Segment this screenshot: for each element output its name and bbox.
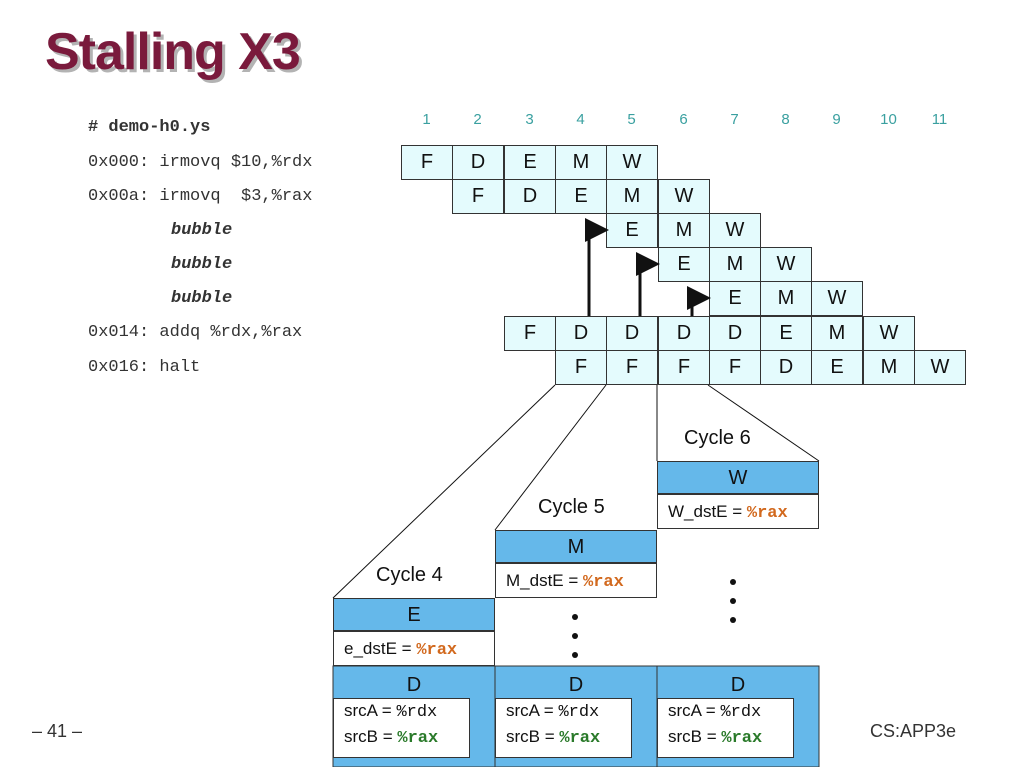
- cycle4-decode-label: D: [406, 674, 422, 696]
- cycle-number: 7: [730, 111, 739, 128]
- code-header: # demo-h0.ys: [88, 118, 211, 137]
- pipeline-stage-cell: D: [504, 179, 556, 214]
- reg-value: %rax: [416, 641, 458, 660]
- zoom-line: [332, 384, 556, 599]
- cycle4-dst-register: e_dstE = %rax: [333, 631, 495, 666]
- pipeline-stage-cell: F: [709, 350, 761, 385]
- code-line: 0x014: addq %rdx,%rax: [88, 323, 303, 342]
- ellipsis-dot: [572, 614, 578, 620]
- pipeline-stage-cell: F: [452, 179, 504, 214]
- pipeline-stage-cell: F: [606, 350, 658, 385]
- cycle-number: 3: [525, 111, 534, 128]
- pipeline-stage-cell: W: [811, 281, 863, 316]
- cycle4-label: Cycle 4: [376, 564, 443, 586]
- stall-arrow: [687, 286, 711, 316]
- cycle6-label: Cycle 6: [684, 427, 751, 449]
- srcB-value: %rax: [721, 729, 763, 748]
- pipeline-stage-cell: M: [760, 281, 812, 316]
- cycle-number: 6: [679, 111, 688, 128]
- cycle-number: 5: [627, 111, 636, 128]
- pipeline-stage-cell: D: [709, 316, 761, 351]
- reg-label: W_dstE =: [668, 502, 743, 521]
- code-line: 0x000: irmovq $10,%rdx: [88, 153, 313, 172]
- cycle6-src-registers: srcA = %rdx srcB = %rax: [657, 698, 794, 758]
- cycle4-stage-header: E: [333, 598, 495, 631]
- zoom-line: [494, 384, 607, 531]
- pipeline-stage-cell: E: [606, 213, 658, 248]
- srcB-value: %rax: [559, 729, 601, 748]
- reg-label: e_dstE =: [344, 639, 412, 658]
- cycle5-src-registers: srcA = %rdx srcB = %rax: [495, 698, 632, 758]
- reg-value: %rax: [583, 573, 624, 592]
- ellipsis-dot: [730, 598, 736, 604]
- pipeline-stage-cell: F: [555, 350, 607, 385]
- code-line: 0x016: halt: [88, 358, 201, 377]
- slide-title: Stalling X3: [45, 23, 301, 81]
- pipeline-stage-cell: E: [555, 179, 607, 214]
- cycle-number: 1: [422, 111, 431, 128]
- pipeline-stage-cell: W: [914, 350, 966, 385]
- srcB-label: srcB =: [506, 727, 555, 746]
- stall-arrow: [636, 252, 660, 316]
- srcB-value: %rax: [397, 729, 439, 748]
- code-line: 0x00a: irmovq $3,%rax: [88, 187, 313, 206]
- pipeline-stage-cell: D: [760, 350, 812, 385]
- pipeline-stage-cell: E: [658, 247, 710, 282]
- pipeline-stage-cell: F: [504, 316, 556, 351]
- pipeline-stage-cell: E: [811, 350, 863, 385]
- srcA-label: srcA =: [344, 701, 392, 720]
- pipeline-stage-cell: W: [606, 145, 658, 180]
- pipeline-stage-cell: M: [606, 179, 658, 214]
- page-number: – 41 –: [32, 721, 83, 741]
- cycle5-dst-register: M_dstE = %rax: [495, 563, 657, 598]
- stall-arrow: [585, 218, 609, 316]
- zoom-line: [707, 384, 820, 462]
- pipeline-stage-cell: W: [709, 213, 761, 248]
- ellipsis-dot: [572, 652, 578, 658]
- cycle5-stage-header: M: [495, 530, 657, 563]
- ellipsis-dot: [572, 633, 578, 639]
- pipeline-stage-cell: D: [452, 145, 504, 180]
- reg-value: %rax: [746, 504, 788, 523]
- cycle-number: 8: [781, 111, 790, 128]
- cycle4-src-registers: srcA = %rdx srcB = %rax: [333, 698, 470, 758]
- cycle5-label: Cycle 5: [538, 496, 605, 518]
- ellipsis-dot: [730, 579, 736, 585]
- cycle5-decode-label: D: [568, 674, 584, 696]
- pipeline-stage-cell: D: [658, 316, 710, 351]
- pipeline-stage-cell: M: [811, 316, 863, 351]
- cycle-number: 2: [473, 111, 482, 128]
- srcA-label: srcA =: [668, 701, 716, 720]
- pipeline-stage-cell: F: [658, 350, 710, 385]
- code-bubble: bubble: [171, 289, 233, 308]
- pipeline-stage-cell: W: [658, 179, 710, 214]
- reg-label: M_dstE =: [506, 571, 579, 590]
- pipeline-stage-cell: F: [401, 145, 453, 180]
- srcA-label: srcA =: [506, 701, 554, 720]
- cycle6-dst-register: W_dstE = %rax: [657, 494, 819, 529]
- cycle6-decode-label: D: [730, 674, 746, 696]
- srcB-label: srcB =: [668, 727, 717, 746]
- srcB-label: srcB =: [344, 727, 393, 746]
- pipeline-stage-cell: M: [863, 350, 915, 385]
- cycle6-stage-header: W: [657, 461, 819, 494]
- srcA-value: %rdx: [720, 703, 762, 722]
- pipeline-stage-cell: W: [863, 316, 915, 351]
- cycle-number: 11: [931, 111, 948, 128]
- srcA-value: %rdx: [396, 703, 438, 722]
- cycle-number: 4: [576, 111, 585, 128]
- code-bubble: bubble: [171, 221, 233, 240]
- pipeline-stage-cell: W: [760, 247, 812, 282]
- ellipsis-dot: [730, 617, 736, 623]
- code-bubble: bubble: [171, 255, 233, 274]
- srcA-value: %rdx: [558, 703, 600, 722]
- pipeline-stage-cell: E: [709, 281, 761, 316]
- cycle-number: 10: [880, 111, 897, 128]
- footer-course: CS:APP3e: [870, 721, 957, 741]
- cycle-number: 9: [832, 111, 841, 128]
